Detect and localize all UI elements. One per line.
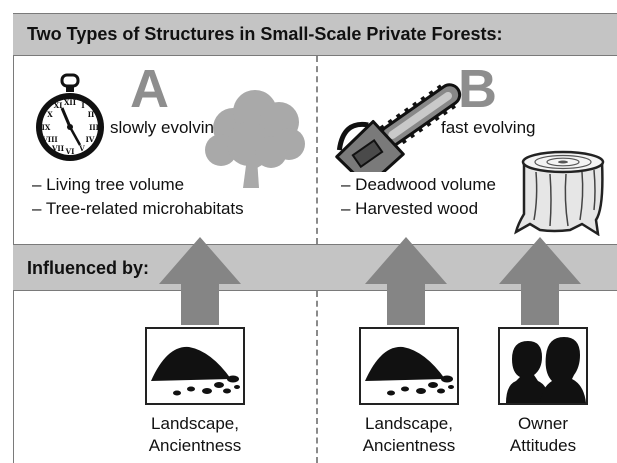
tree-icon xyxy=(203,88,307,192)
influence-caption-3: Owner Attitudes xyxy=(493,413,593,457)
title-banner: Two Types of Structures in Small-Scale P… xyxy=(13,13,617,56)
influence-caption-3-line2: Attitudes xyxy=(509,436,577,455)
structure-b-speed: fast evolving xyxy=(441,118,536,137)
svg-text:VI: VI xyxy=(65,147,75,156)
influence-caption-3-line1: Owner xyxy=(517,414,569,433)
influenced-label: Influenced by: xyxy=(27,258,150,278)
svg-text:VIII: VIII xyxy=(41,135,57,144)
svg-text:V: V xyxy=(78,144,85,153)
svg-text:XI: XI xyxy=(54,101,63,110)
structure-b-bullet-2: – Harvested wood xyxy=(341,199,479,218)
svg-text:XII: XII xyxy=(64,98,76,107)
structure-a-bullet-2: – Tree-related microhabitats xyxy=(32,199,244,218)
influence-caption-1-line2: Ancientness xyxy=(148,436,242,455)
landscape-icon xyxy=(145,327,245,405)
svg-text:I: I xyxy=(81,101,84,110)
influence-caption-1: Landscape, Ancientness xyxy=(145,413,245,457)
chainsaw-icon xyxy=(330,72,470,189)
structure-a-bullet-1: – Living tree volume xyxy=(32,175,185,194)
arrow-to-a xyxy=(159,237,241,325)
column-divider xyxy=(316,56,318,244)
landscape-icon xyxy=(359,327,459,405)
arrow-to-b-landscape xyxy=(365,237,447,325)
column-divider-lower xyxy=(316,291,318,463)
svg-text:VII: VII xyxy=(51,144,64,153)
svg-text:II: II xyxy=(88,110,95,119)
structure-a-speed: slowly evolving xyxy=(110,118,224,137)
diagram-frame xyxy=(13,13,617,463)
influence-caption-1-line1: Landscape, xyxy=(151,414,239,433)
structure-b-bullet-1: – Deadwood volume xyxy=(341,175,496,194)
influence-caption-2: Landscape, Ancientness xyxy=(359,413,459,457)
arrow-to-b-owner xyxy=(499,237,581,325)
influence-caption-2-line2: Ancientness xyxy=(362,436,456,455)
svg-text:III: III xyxy=(89,123,99,132)
tree-stump-icon xyxy=(514,148,612,237)
svg-text:IX: IX xyxy=(42,123,51,132)
influence-caption-2-line1: Landscape, xyxy=(365,414,453,433)
stopwatch-icon: XII I II III IV V VI VII VIII IX X XI xyxy=(32,72,108,167)
diagram-title: Two Types of Structures in Small-Scale P… xyxy=(27,24,503,44)
svg-text:X: X xyxy=(47,110,53,119)
owner-silhouettes-icon xyxy=(498,327,588,405)
structure-a-letter: A xyxy=(130,59,169,119)
structure-b-letter: B xyxy=(458,59,497,119)
svg-text:IV: IV xyxy=(86,135,95,144)
